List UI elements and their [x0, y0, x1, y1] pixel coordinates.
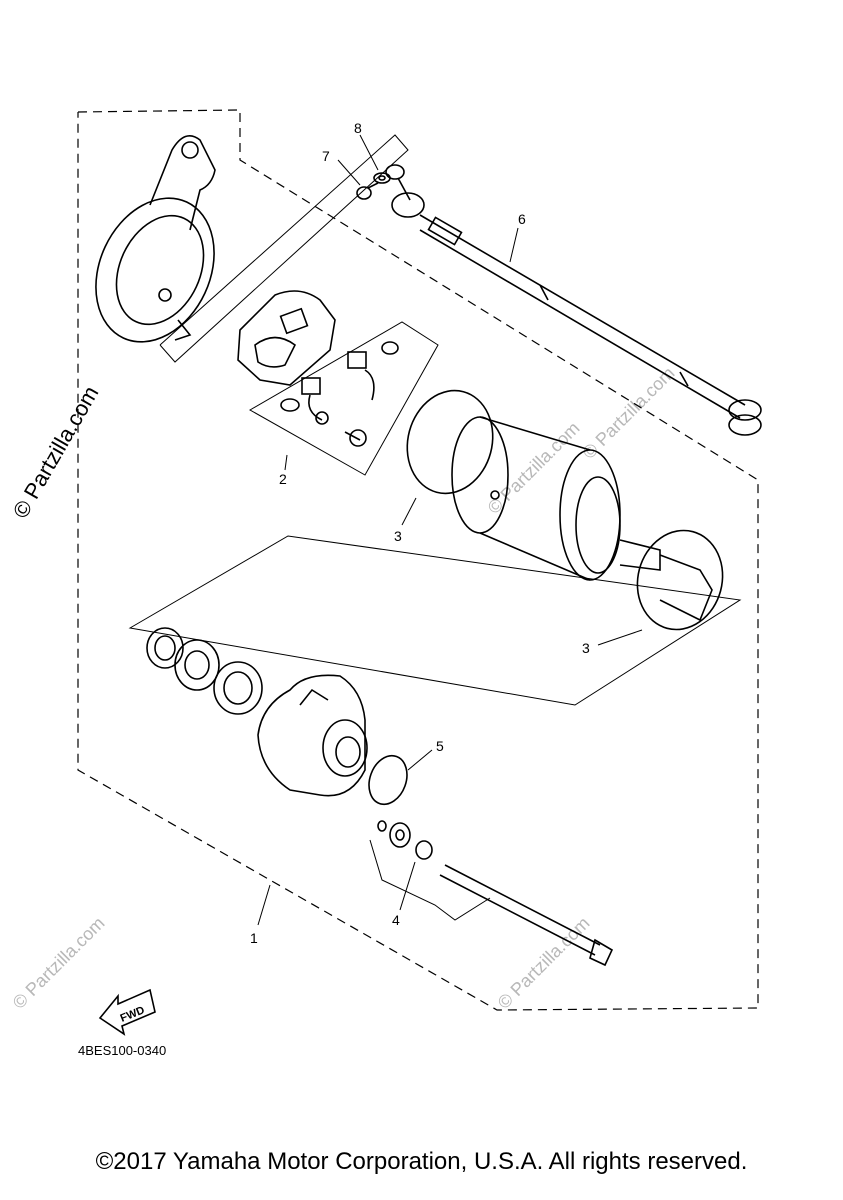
callout-6: 6 — [518, 211, 526, 227]
front-cover-group — [146, 627, 408, 806]
lead-wire — [385, 164, 762, 436]
watermark-faint: © Partzilla.com — [9, 913, 109, 1013]
callout-8: 8 — [354, 120, 362, 136]
callout-3-upper: 3 — [394, 528, 402, 544]
rear-cover — [95, 134, 216, 343]
callout-5: 5 — [436, 738, 444, 754]
fwd-arrow-icon: FWD — [98, 988, 156, 1036]
callout-4: 4 — [392, 912, 400, 928]
starter-motor-diagram: © Partzilla.com © Partzilla.com © Partzi… — [8, 109, 762, 1058]
faint-watermarks: © Partzilla.com © Partzilla.com © Partzi… — [9, 363, 679, 1013]
callout-7: 7 — [322, 148, 330, 164]
leader-lines — [257, 134, 643, 926]
o-rings — [406, 389, 724, 631]
group-outline-housing — [159, 134, 409, 363]
watermark-faint: © Partzilla.com — [579, 363, 679, 463]
group-outline-bearing — [128, 535, 742, 706]
brush-holder — [237, 290, 399, 447]
copyright-footer: ©2017 Yamaha Motor Corporation, U.S.A. A… — [95, 1148, 748, 1175]
callout-1: 1 — [250, 930, 258, 946]
group-outline-brush — [248, 321, 439, 476]
armature — [451, 416, 713, 622]
diagram-code: 4BES100-0340 — [78, 1043, 166, 1058]
screw-and-washer — [356, 172, 391, 200]
callout-3-lower: 3 — [582, 640, 590, 656]
assembly-outline — [77, 109, 759, 1011]
callout-2: 2 — [279, 471, 287, 487]
bolt-washers — [377, 820, 614, 967]
watermark-side: © Partzilla.com — [8, 382, 104, 523]
